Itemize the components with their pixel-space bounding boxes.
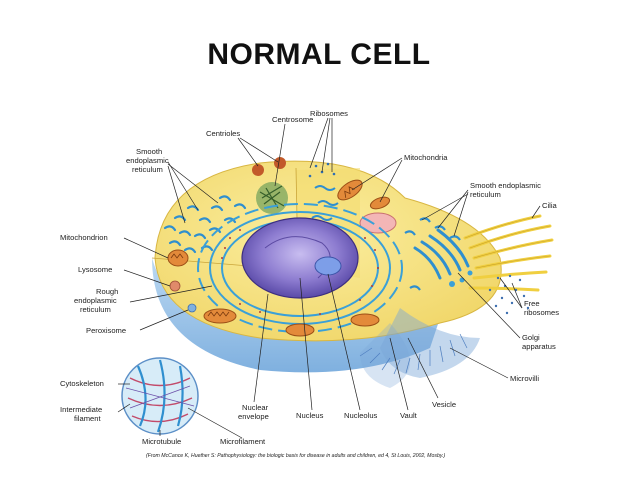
label-intermediate-1: Intermediate xyxy=(60,405,102,414)
label-free-ribosomes-2: ribosomes xyxy=(524,308,559,317)
label-smooth-er-right-1: Smooth endoplasmic xyxy=(470,181,541,190)
centriole-2 xyxy=(274,157,286,169)
label-smooth-er-left-2: endoplasmic xyxy=(126,156,169,165)
cell-illustration: Centrosome Ribosomes Centrioles Smooth e… xyxy=(60,109,559,459)
label-intermediate-2: filament xyxy=(74,414,101,423)
label-golgi-1: Golgi xyxy=(522,333,540,342)
label-vesicle: Vesicle xyxy=(432,400,456,409)
label-peroxisome: Peroxisome xyxy=(86,326,126,335)
label-nuclear-envelope-2: envelope xyxy=(238,412,269,421)
label-cilia: Cilia xyxy=(542,201,558,210)
free-ribosome-dots xyxy=(488,274,530,315)
mitochondria-bottom-2 xyxy=(285,323,315,337)
microvilli-region xyxy=(360,308,480,388)
cell-base xyxy=(152,258,440,373)
label-mitochondria: Mitochondria xyxy=(404,153,448,162)
cell-diagram: Centrosome Ribosomes Centrioles Smooth e… xyxy=(60,108,573,464)
label-centrioles: Centrioles xyxy=(206,129,240,138)
vesicle-pink xyxy=(359,212,397,234)
label-lysosome: Lysosome xyxy=(78,265,112,274)
label-mitochondrion: Mitochondrion xyxy=(60,233,108,242)
leader-lines xyxy=(117,117,541,439)
label-nucleolus: Nucleolus xyxy=(344,411,378,420)
nucleolus xyxy=(314,256,342,276)
mitochondria-top-2 xyxy=(369,196,391,210)
label-rough-er-3: reticulum xyxy=(80,305,111,314)
label-microfilament: Microfilament xyxy=(220,437,266,446)
label-free-ribosomes-1: Free xyxy=(524,299,540,308)
label-nucleus: Nucleus xyxy=(296,411,324,420)
label-smooth-er-right-2: reticulum xyxy=(470,190,501,199)
label-smooth-er-left-1: Smooth xyxy=(136,147,162,156)
label-microtubule: Microtubule xyxy=(142,437,181,446)
label-nuclear-envelope-1: Nuclear xyxy=(242,403,269,412)
label-rough-er-1: Rough xyxy=(96,287,118,296)
centriole-1 xyxy=(252,164,264,176)
label-cytoskeleton: Cytoskeleton xyxy=(60,379,104,388)
lysosome xyxy=(169,280,181,292)
label-centrosome: Centrosome xyxy=(272,115,313,124)
figure-citation: (From McCance K, Huether S: Pathophysiol… xyxy=(146,453,445,459)
nucleus xyxy=(241,217,359,299)
label-microvilli: Microvilli xyxy=(510,374,539,383)
mitochondria-bottom-3 xyxy=(350,313,380,327)
page-title: NORMAL CELL xyxy=(207,38,431,71)
label-ribosomes: Ribosomes xyxy=(310,109,348,118)
peroxisome xyxy=(187,303,197,313)
mitochondria-top xyxy=(337,179,363,201)
label-golgi-2: apparatus xyxy=(522,342,556,351)
label-rough-er-2: endoplasmic xyxy=(74,296,117,305)
label-vault: Vault xyxy=(400,411,418,420)
golgi-apparatus xyxy=(413,228,470,280)
label-smooth-er-left-3: reticulum xyxy=(132,165,163,174)
